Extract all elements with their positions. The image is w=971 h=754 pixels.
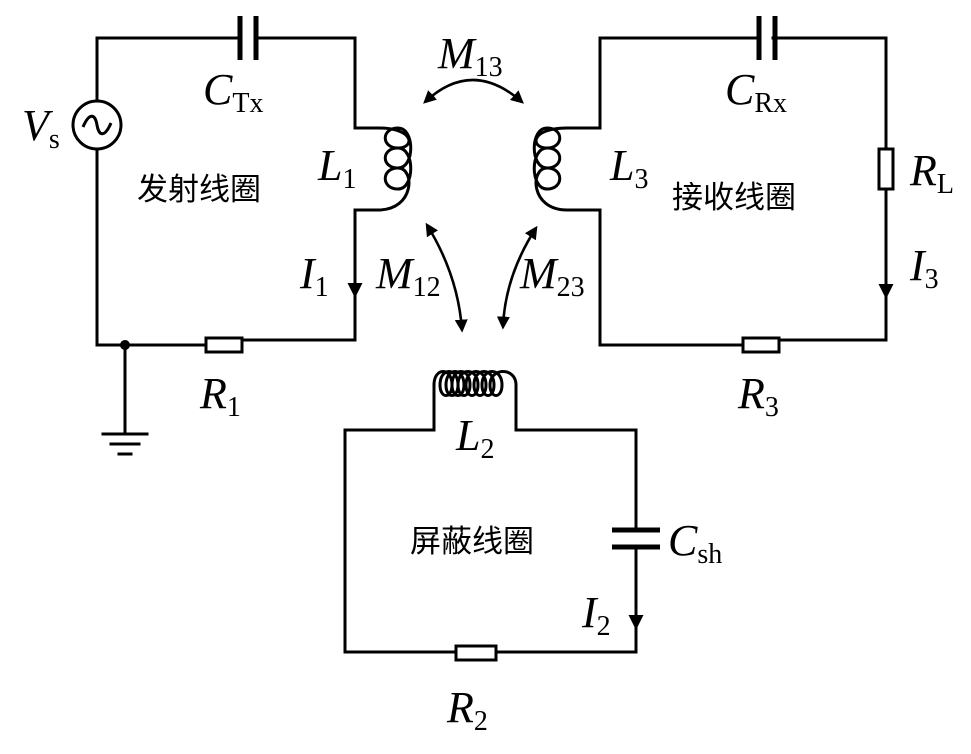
sh-wire-left	[343, 383, 436, 522]
inductor-l2	[432, 370, 518, 397]
label-receive-coil: 接收线圈	[672, 180, 796, 216]
inductor-l3	[532, 126, 569, 212]
label-crx: CRx	[725, 65, 787, 119]
label-shield-coil: 屏蔽线圈	[410, 524, 534, 560]
resistor-r2	[454, 644, 498, 662]
label-m12: M12	[375, 249, 441, 303]
label-csh: Csh	[668, 516, 722, 570]
sh-wire-bottom-right	[494, 618, 638, 654]
ground-icon	[101, 343, 149, 456]
label-l1: L1	[317, 141, 356, 195]
resistor-rl	[877, 147, 895, 191]
mutual-arrow-m23	[496, 225, 538, 330]
transmitter-loop	[71, 16, 413, 456]
label-i3: I3	[909, 241, 939, 295]
sh-wire-bottom-left	[343, 518, 458, 654]
receiver-loop	[532, 16, 895, 354]
rx-wire-right	[778, 188, 888, 342]
tx-wire-bottom-left	[95, 148, 208, 347]
ac-source-icon	[71, 99, 123, 151]
mutual-arrow-m12	[425, 222, 468, 333]
mutual-arrow-m13	[423, 78, 524, 104]
label-vs: Vs	[22, 101, 60, 155]
label-l2: L2	[455, 411, 494, 465]
rx-wire-top-left	[565, 36, 758, 130]
rx-wire-bottom-left	[565, 208, 745, 347]
label-m13: M13	[437, 29, 503, 83]
resistor-r1	[204, 336, 244, 354]
label-rl: RL	[909, 146, 954, 200]
label-i2: I2	[581, 588, 611, 642]
tx-wire-top-left	[95, 36, 239, 102]
label-transmit-coil: 发射线圈	[137, 172, 261, 208]
inductor-l1	[376, 126, 413, 212]
rx-wire-top-right	[771, 36, 888, 149]
tx-wire-top-right	[257, 36, 380, 130]
label-r2: R2	[446, 683, 488, 737]
sh-wire-right	[514, 383, 638, 532]
label-m23: M23	[519, 249, 585, 303]
resistor-r3	[741, 336, 781, 354]
label-r3: R3	[737, 369, 779, 423]
label-l3: L3	[609, 141, 648, 195]
label-ctx: CTx	[203, 65, 263, 119]
label-r1: R1	[199, 369, 241, 423]
shield-loop	[343, 370, 660, 662]
label-i1: I1	[299, 249, 329, 303]
